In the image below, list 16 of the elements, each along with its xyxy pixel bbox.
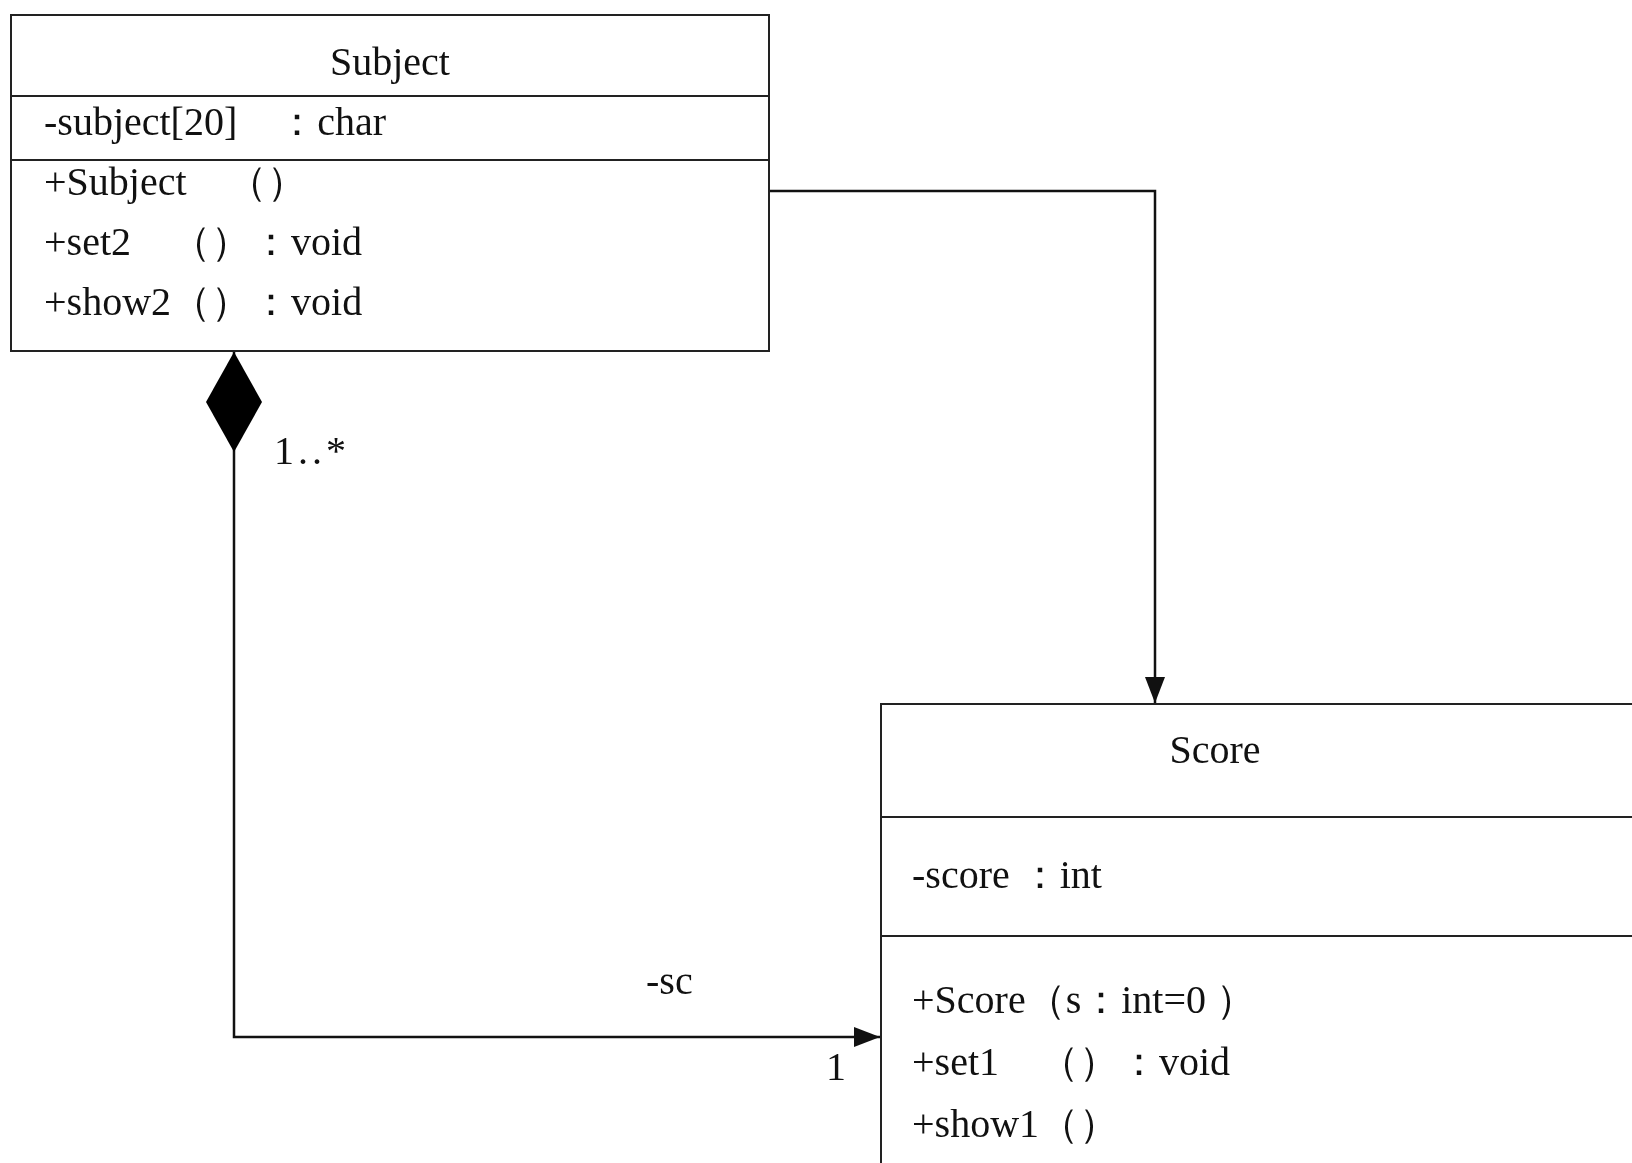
composition-arrow: [206, 352, 880, 1047]
method-text: +Subject （）: [44, 159, 307, 205]
method-text: +Score（s：int=0 ）: [912, 977, 1256, 1023]
class-box: [880, 703, 1632, 1163]
multiplicity-label: 1..*: [274, 428, 350, 474]
arrow: [770, 189, 1165, 703]
class-box: [10, 14, 770, 352]
class-name: Score: [1168, 727, 1262, 773]
attribute-text: -score ：int: [912, 852, 1102, 898]
method-text: +show1（）: [912, 1101, 1119, 1147]
method-text: +set2 （）：void: [44, 219, 363, 265]
attribute-text: -subject[20] ：char: [44, 99, 387, 145]
class-name: Subject: [329, 39, 451, 85]
method-text: +set1 （）：void: [912, 1039, 1231, 1085]
method-text: +show2（）：void: [44, 279, 363, 325]
multiplicity-label: 1: [826, 1044, 846, 1090]
